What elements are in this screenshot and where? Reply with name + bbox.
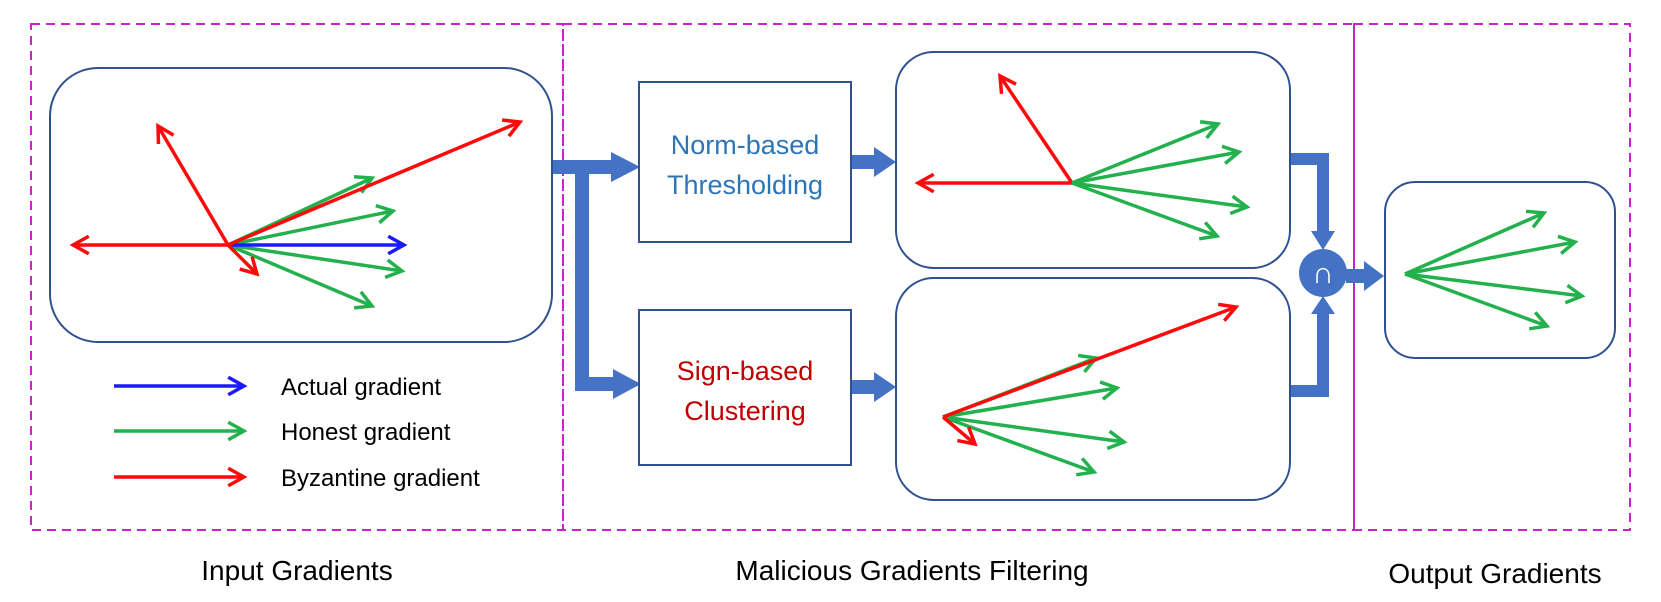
byzantine-gradient-arrow bbox=[158, 126, 230, 246]
flow-top-into-intersection bbox=[1311, 231, 1335, 250]
flow-arrows bbox=[553, 147, 1384, 402]
flow-bottom-into-intersection bbox=[1311, 296, 1335, 314]
flow-top-elbow-vertical bbox=[1317, 153, 1329, 233]
norm-result-panel bbox=[895, 51, 1291, 269]
honest-gradient-arrow bbox=[227, 243, 372, 306]
honest-gradient-arrow bbox=[1071, 181, 1247, 207]
honest-gradient-arrow bbox=[1071, 181, 1217, 236]
sign-result-panel bbox=[895, 277, 1291, 501]
flow-norm-to-panel-shaft bbox=[852, 155, 876, 169]
byzantine-gradient-arrow bbox=[942, 307, 1236, 419]
sign-based-clustering-label-line1: Sign-based bbox=[677, 356, 814, 386]
input-gradients-panel bbox=[49, 67, 553, 343]
honest-gradient-arrow bbox=[1404, 242, 1575, 276]
flow-to-output-shaft bbox=[1346, 269, 1366, 283]
honest-gradient-arrow bbox=[1404, 272, 1582, 296]
input-section-caption: Input Gradients bbox=[201, 555, 392, 586]
norm-based-thresholding-label-line2: Thresholding bbox=[667, 170, 823, 200]
output-gradients-panel bbox=[1384, 181, 1616, 359]
flow-sign-to-panel-shaft bbox=[852, 380, 876, 394]
honest-gradient-arrow bbox=[227, 243, 402, 271]
norm-based-thresholding-label-line1: Norm-based bbox=[671, 130, 820, 160]
byzantine-gradient-arrow bbox=[226, 243, 257, 274]
flow-norm-to-panel-head bbox=[874, 147, 896, 177]
flow-bottom-elbow-vertical bbox=[1317, 312, 1329, 397]
intersection-symbol: ∩ bbox=[1312, 257, 1334, 290]
honest-gradient-arrow bbox=[1071, 152, 1239, 185]
honest-gradient-arrow bbox=[1071, 124, 1218, 185]
honest-gradient-arrow bbox=[942, 415, 1124, 442]
sign-based-clustering-label-line2: Clustering bbox=[684, 396, 806, 426]
output-gradient-vectors bbox=[1404, 213, 1582, 326]
norm-based-thresholding-box bbox=[638, 81, 852, 243]
honest-gradient-arrow bbox=[942, 415, 1094, 472]
flow-sign-to-panel-head bbox=[874, 372, 896, 402]
norm-result-vectors bbox=[918, 76, 1247, 236]
legend-byzantine-label: Byzantine gradient bbox=[281, 465, 480, 492]
flow-arrow-to-sign bbox=[613, 369, 641, 399]
sign-based-clustering-box bbox=[638, 309, 852, 466]
legend-actual-label: Actual gradient bbox=[281, 374, 441, 401]
honest-gradient-arrow bbox=[227, 211, 393, 247]
byzantine-gradient-arrow bbox=[941, 415, 975, 444]
flow-trunk-vertical bbox=[575, 160, 589, 390]
byzantine-gradient-arrow bbox=[1000, 76, 1074, 184]
legend: Actual gradient Honest gradient Byzantin… bbox=[114, 374, 480, 492]
flow-to-output-head bbox=[1364, 261, 1384, 291]
honest-gradient-arrow bbox=[1404, 213, 1544, 276]
sign-result-vectors bbox=[941, 307, 1236, 472]
honest-gradient-arrow bbox=[942, 388, 1117, 419]
legend-honest-label: Honest gradient bbox=[281, 419, 451, 446]
byzantine-gradient-arrow bbox=[227, 122, 520, 247]
output-section-caption: Output Gradients bbox=[1388, 558, 1601, 589]
flow-arrow-to-norm bbox=[611, 152, 640, 182]
filtering-section-caption: Malicious Gradients Filtering bbox=[735, 555, 1088, 586]
honest-gradient-arrow bbox=[1404, 272, 1547, 326]
intersection-node bbox=[1299, 249, 1347, 297]
input-gradient-vectors bbox=[73, 122, 520, 306]
flow-branch-to-sign bbox=[575, 377, 613, 391]
